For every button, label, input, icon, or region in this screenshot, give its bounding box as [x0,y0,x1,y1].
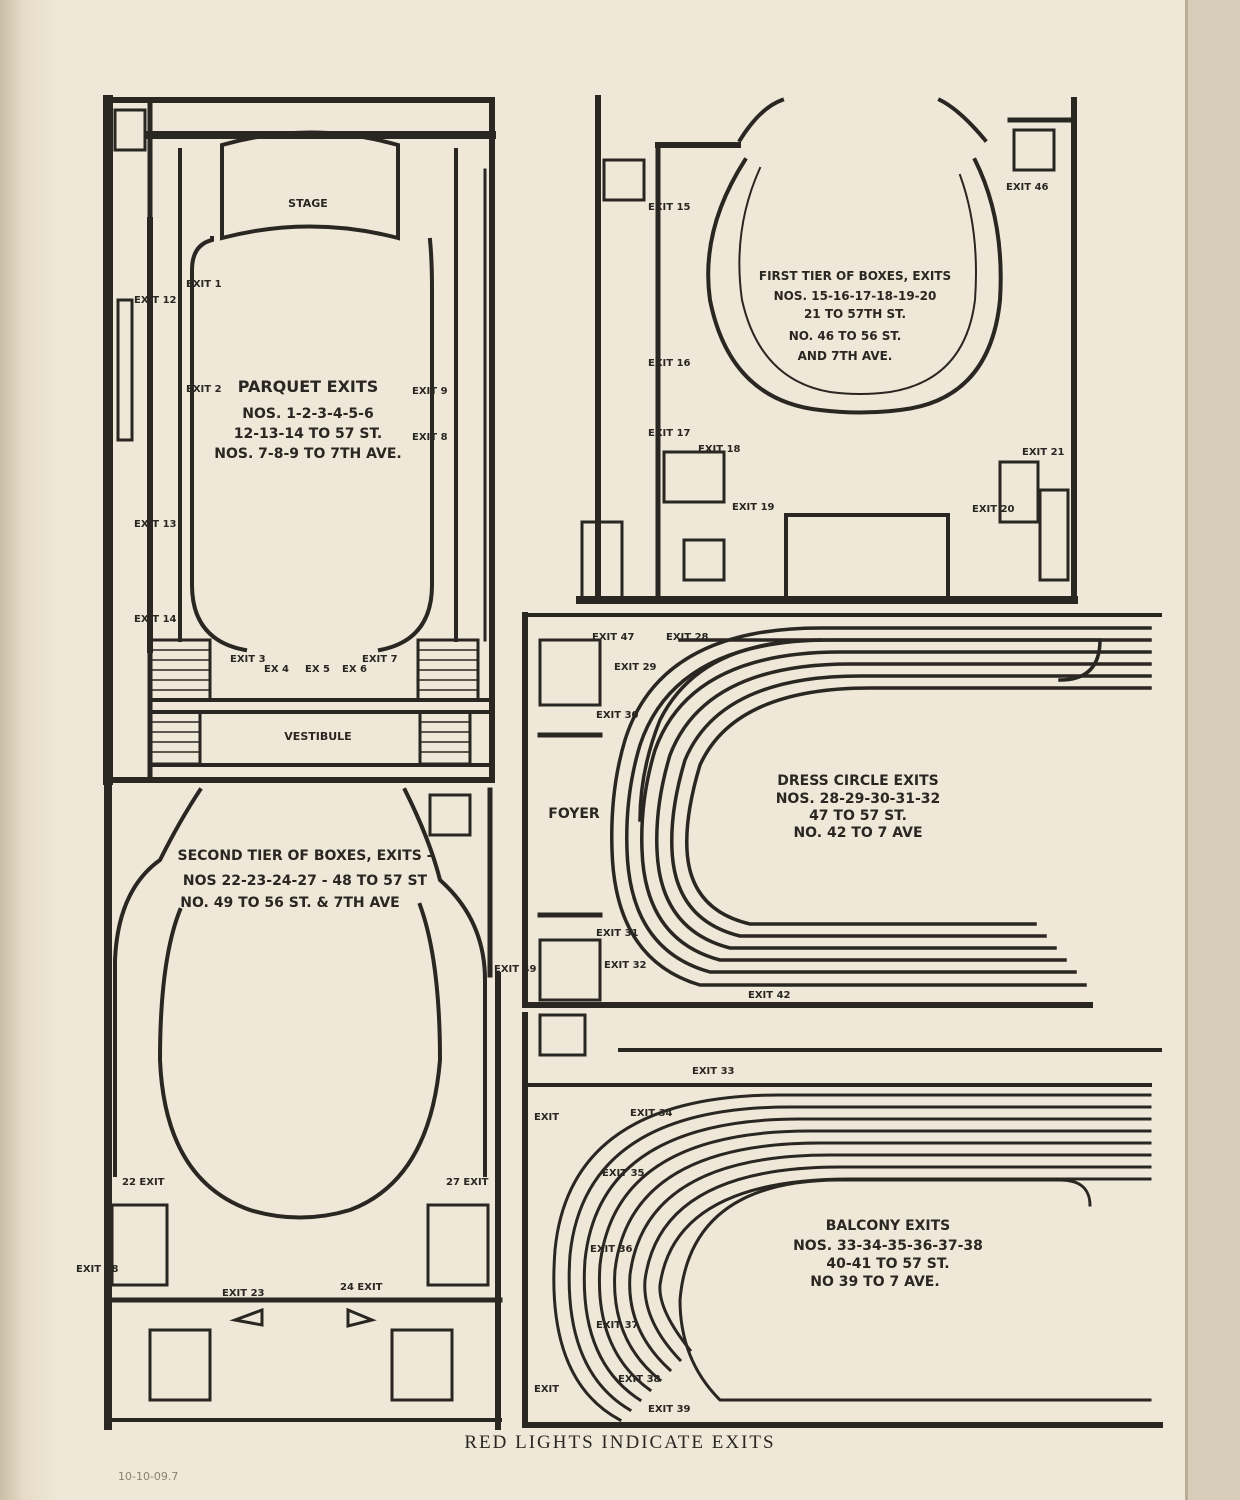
parquet-exits-legend: PARQUET EXITS NOS. 1-2-3-4-5-6 12-13-14 … [214,377,401,462]
balcony-plan [522,1012,1163,1428]
second-tier-exits-legend: SECOND TIER OF BOXES, EXITS - NOS 22-23-… [178,848,433,911]
exit-label: EXIT 18 [698,444,741,455]
exit-label: EXIT 46 [1006,182,1049,193]
second-tier-title: SECOND TIER OF BOXES, EXITS - [178,848,433,864]
exit-label: EXIT 20 [972,504,1015,515]
first-tier-line-3: NO. 46 TO 56 ST. [789,329,902,343]
second-tier-line-2: NO. 49 TO 56 ST. & 7TH AVE [180,895,400,911]
exit-label: EXIT 2 [186,384,222,395]
program-page [38,0,1188,1500]
exit-label: EXIT [534,1384,559,1395]
exit-label: EXIT 28 [666,632,709,643]
exits-footer: RED LIGHTS INDICATE EXITS [464,1432,776,1453]
exit-label: EXIT 14 [134,614,177,625]
exit-label: EXIT 23 [222,1288,265,1299]
exit-label: 24 EXIT [340,1282,383,1293]
balcony-title: BALCONY EXITS [826,1218,951,1234]
exit-label: EXIT 39 [648,1404,691,1415]
foyer-label: FOYER [548,806,600,822]
exit-label: EXIT 3 [230,654,266,665]
parquet-line-1: NOS. 1-2-3-4-5-6 [242,406,373,422]
dress-circle-title: DRESS CIRCLE EXITS [777,773,938,789]
exit-label: EXIT 1 [186,279,222,290]
exit-label: EXIT 49 [494,964,537,975]
exit-label: EXIT 36 [590,1244,633,1255]
first-tier-line-2: 21 TO 57TH ST. [804,307,906,321]
exit-label: EX 6 [342,664,367,675]
parquet-plan [103,95,496,785]
first-tier-line-1: NOS. 15-16-17-18-19-20 [774,289,937,303]
balcony-line-3: NO 39 TO 7 AVE. [810,1274,939,1290]
exit-label: EXIT 15 [648,202,691,213]
exit-label: EXIT 16 [648,358,691,369]
exit-label: EX 4 [264,664,289,675]
second-tier-plan [104,776,503,1430]
balcony-exits-legend: BALCONY EXITS NOS. 33-34-35-36-37-38 40-… [793,1218,983,1290]
parquet-line-2: 12-13-14 TO 57 ST. [234,426,382,442]
exit-label: EXIT 30 [596,710,639,721]
exit-label: EXIT 35 [602,1168,645,1179]
exit-label: EXIT 19 [732,502,775,513]
exit-label: EXIT [534,1112,559,1123]
dress-circle-plan [522,612,1162,1008]
exit-label: 22 EXIT [122,1177,165,1188]
first-tier-line-4: AND 7TH AVE. [798,349,893,363]
exit-label: EX 5 [305,664,330,675]
vestibule-label: VESTIBULE [284,730,351,743]
exit-label: EXIT 17 [648,428,691,439]
dress-circle-exits-legend: DRESS CIRCLE EXITS NOS. 28-29-30-31-32 4… [776,773,941,841]
exit-label: EXIT 12 [134,295,177,306]
exit-label: EXIT 31 [596,928,639,939]
exit-label: EXIT 9 [412,386,448,397]
exit-label: EXIT 33 [692,1066,735,1077]
dress-circle-line-1: NOS. 28-29-30-31-32 [776,791,941,807]
first-tier-exits-legend: FIRST TIER OF BOXES, EXITS NOS. 15-16-17… [759,269,951,363]
dress-circle-line-2: 47 TO 57 ST. [809,808,907,824]
exit-label: EXIT 38 [76,1264,119,1275]
exit-label: EXIT 32 [604,960,647,971]
exit-label: 27 EXIT [446,1177,489,1188]
exit-label: EXIT 47 [592,632,635,643]
handwritten-note: 10-10-09.7 [118,1470,179,1483]
first-tier-plan [576,95,1078,604]
exit-label: EXIT 8 [412,432,448,443]
exit-label: EXIT 42 [748,990,791,1001]
first-tier-title: FIRST TIER OF BOXES, EXITS [759,269,951,283]
exit-label: EXIT 7 [362,654,398,665]
parquet-title: PARQUET EXITS [238,377,379,396]
exit-label: EXIT 21 [1022,447,1065,458]
exit-label: EXIT 34 [630,1108,673,1119]
dress-circle-line-3: NO. 42 TO 7 AVE [793,825,922,841]
balcony-line-2: 40-41 TO 57 ST. [826,1256,949,1272]
exit-label: EXIT 29 [614,662,657,673]
floor-plan-diagram: STAGE VESTIBULE FOYER PARQUET EXITS NOS.… [76,95,1163,1430]
second-tier-line-1: NOS 22-23-24-27 - 48 TO 57 ST [183,873,428,889]
exit-label: EXIT 37 [596,1320,639,1331]
parquet-line-3: NOS. 7-8-9 TO 7TH AVE. [214,446,401,462]
stage-label: STAGE [288,197,328,210]
exit-label: EXIT 13 [134,519,177,530]
exit-label: EXIT 38 [618,1374,661,1385]
torn-page-edge [0,0,60,1500]
balcony-line-1: NOS. 33-34-35-36-37-38 [793,1238,983,1254]
